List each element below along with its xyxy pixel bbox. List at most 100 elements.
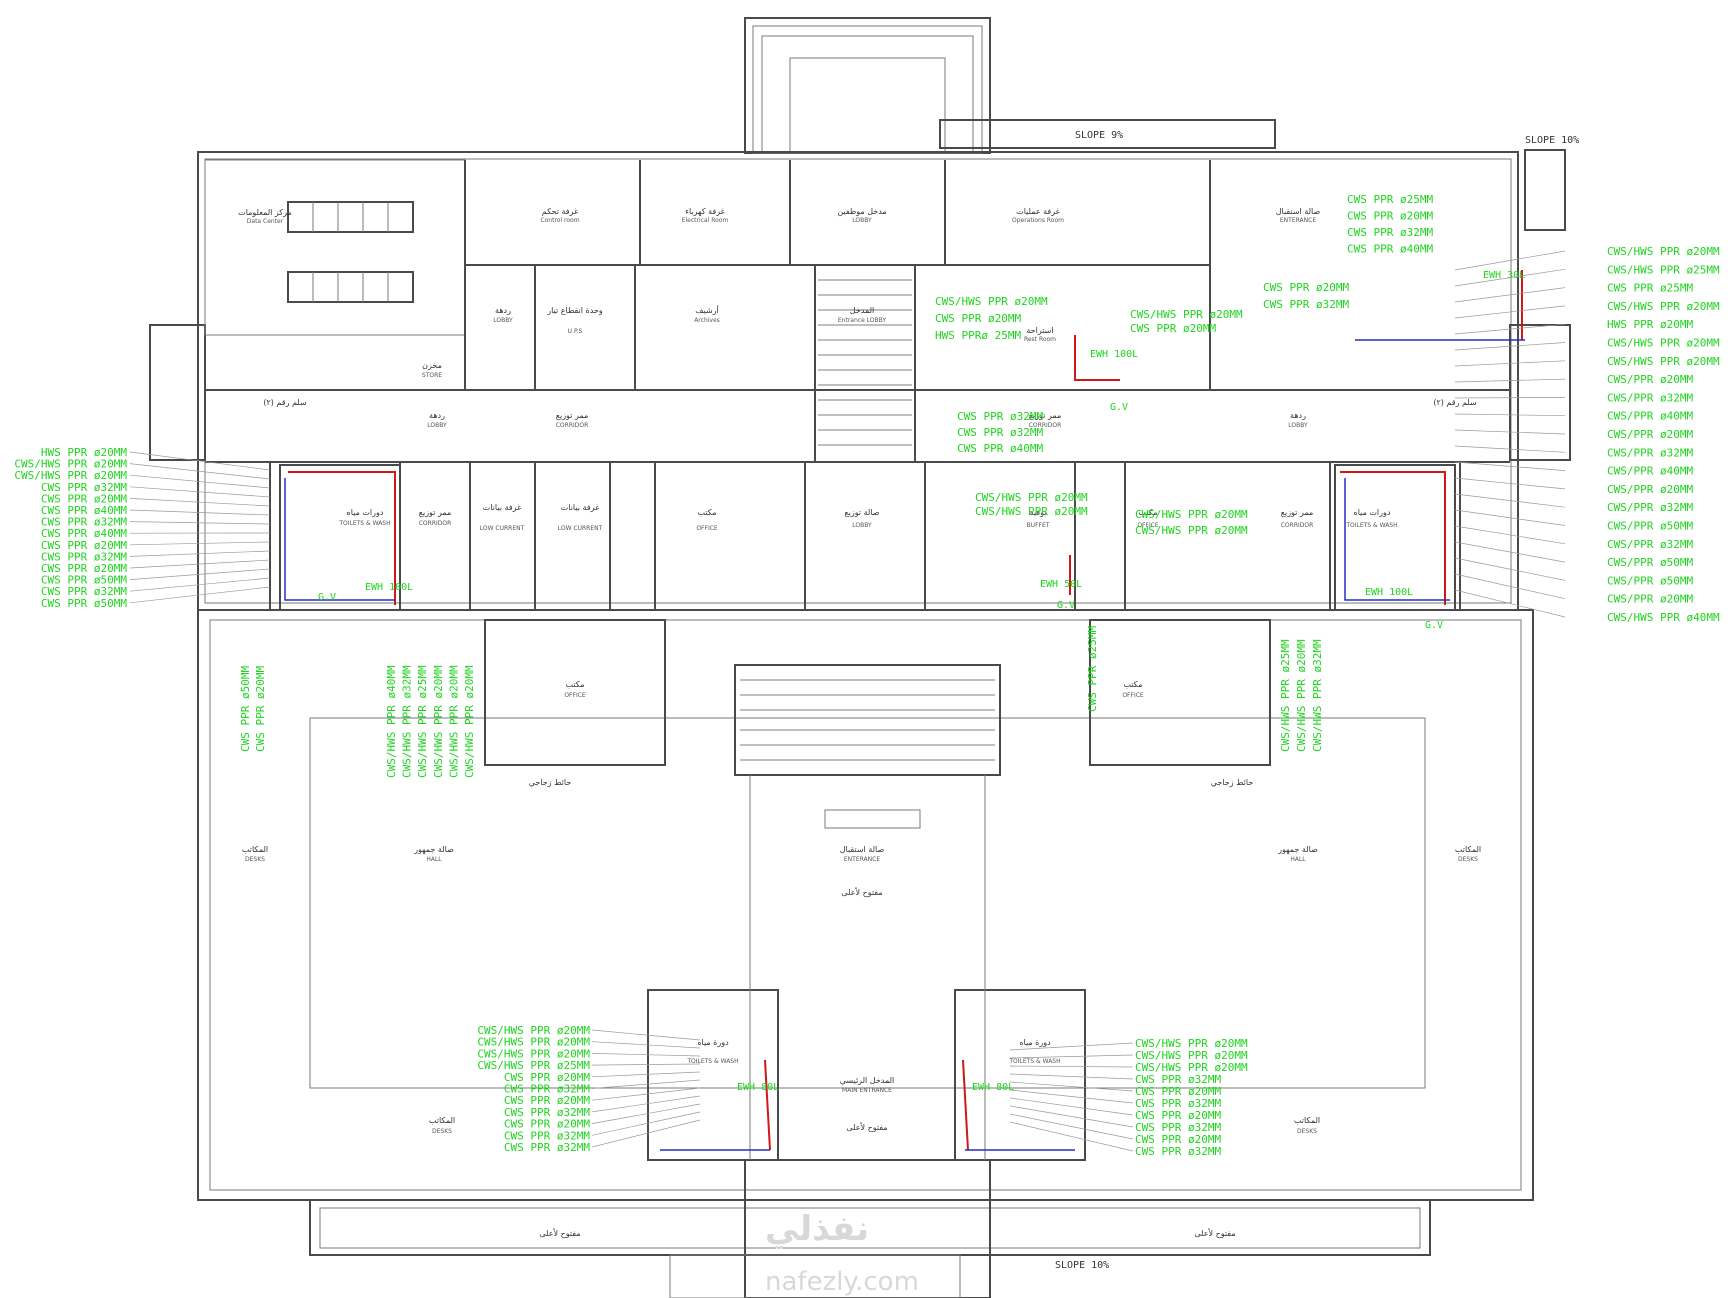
pipe-label: CWS PPR ø40MM — [41, 527, 127, 540]
ewh-100b: EWH 100L — [365, 582, 413, 593]
room-data-center: مركز المعلومات — [238, 208, 292, 217]
room-desks-bl: المكاتب — [429, 1116, 455, 1125]
gv-buffet: G.V — [1057, 600, 1075, 611]
server-racks — [287, 201, 414, 303]
leader-line — [1009, 1121, 1134, 1152]
room-buffet-en: BUFFET — [1027, 522, 1050, 529]
pipe-label: CWS PPR ø32MM — [41, 585, 127, 598]
pipe-label: CWS/HWS PPR ø20MM — [1607, 300, 1720, 313]
room-low-current2: غرفة بيانات — [561, 503, 600, 512]
leader-line — [129, 486, 271, 498]
pipe-label: HWS PPR ø20MM — [1607, 318, 1693, 331]
room-toilet-bl-en: TOILETS & WASH — [686, 1058, 738, 1065]
pipe-label: CWS/HWS PPR ø20MM — [447, 665, 460, 778]
room-lobby2: ردهة — [429, 411, 445, 420]
central-stair — [818, 279, 912, 446]
pipe-label: CWS PPR ø40MM — [41, 504, 127, 517]
pipe-label: CWS PPR ø32MM — [1135, 1097, 1221, 1110]
leader-line — [129, 474, 271, 489]
pipe-label: CWS/HWS PPR ø20MM — [1295, 639, 1308, 752]
room-desks-br: المكاتب — [1294, 1116, 1320, 1125]
room-office2: مكتب — [1139, 508, 1158, 517]
pipe-label: CWS PPR ø50MM — [239, 666, 252, 752]
room-low-current1-en: LOW CURRENT — [480, 525, 525, 532]
room-office1-en: OFFICE — [696, 525, 718, 532]
room-archive: أرشيف — [695, 305, 718, 315]
room-stair-left: سلم رقم (٢) — [263, 398, 307, 407]
pipe-label: CWS/PPR ø20MM — [1607, 483, 1693, 496]
pipe-label: CWS/HWS PPR ø20MM — [1135, 508, 1248, 521]
room-ups-en: U.P.S — [568, 328, 583, 335]
pipe-label: CWS PPR ø32MM — [41, 550, 127, 563]
leader-line — [1009, 1113, 1134, 1140]
pipe-label: CWS/HWS PPR ø20MM — [1607, 245, 1720, 258]
leader-line — [1009, 1105, 1134, 1128]
room-main-entrance-en: MAIN ENTRANCE — [842, 1087, 892, 1094]
leader-line — [591, 1063, 701, 1066]
leader-line — [1454, 305, 1566, 319]
room-office4: مكتب — [1124, 680, 1143, 689]
pipe-label: CWS/HWS PPR ø32MM — [401, 665, 414, 778]
room-low-current1: غرفة بيانات — [483, 503, 522, 512]
leader-line — [591, 1029, 701, 1041]
room-desks-right-en: DESKS — [1458, 856, 1478, 863]
room-office3-en: OFFICE — [564, 692, 586, 699]
leader-line — [129, 463, 271, 480]
room-office3: مكتب — [566, 680, 585, 689]
pipe-label: CWS/PPR ø50MM — [1607, 574, 1693, 587]
pipe-label: CWS/HWS PPR ø20MM — [14, 458, 127, 471]
pipe-label: CWS/HWS PPR ø20MM — [14, 469, 127, 482]
room-desks-br-en: DESKS — [1297, 1128, 1317, 1135]
pipe-label: CWS/HWS PPR ø20MM — [975, 491, 1088, 504]
room-ups: وحدة انقطاع تيار — [546, 306, 603, 315]
pipe-label: CWS/HWS PPR ø20MM — [1607, 355, 1720, 368]
gv-right: G.V — [1425, 620, 1443, 631]
room-open-above-main: مفتوح لأعلى — [846, 1122, 887, 1132]
pipe-label: CWS/PPR ø20MM — [1607, 428, 1693, 441]
pipe-label: CWS/HWS PPR ø40MM — [385, 665, 398, 778]
leader-line — [129, 586, 271, 604]
leader-line — [1454, 461, 1566, 471]
leader-line — [591, 1087, 701, 1101]
leader-line — [1454, 493, 1566, 508]
watermark-arabic: نفذلي — [765, 1209, 869, 1249]
room-entrance-lobby: المدخل — [850, 306, 875, 315]
pipe-label: CWS PPR ø20MM — [504, 1094, 590, 1107]
room-electrical: غرفة كهرباء — [685, 207, 725, 216]
room-desks-left-en: DESKS — [245, 856, 265, 863]
pipe-label: CWS/HWS PPR ø20MM — [1135, 1049, 1248, 1062]
leader-line — [1454, 323, 1566, 335]
pipe-label: CWS PPR ø20MM — [1130, 322, 1216, 335]
room-desks-right: المكاتب — [1455, 845, 1481, 854]
glass-wall-left: حائط زجاجي — [529, 778, 572, 787]
walls — [149, 17, 1571, 1298]
pipe-label: CWS/PPR ø40MM — [1607, 465, 1693, 478]
pipe-label: CWS PPR ø20MM — [1347, 210, 1433, 223]
lower-stair-treads — [740, 679, 995, 761]
pipe-label: CWS PPR ø20MM — [41, 539, 127, 552]
pipe-labels-vertical-mid: CWS PPR ø25MM — [1086, 626, 1099, 712]
room-corridor-left: ممر توزيع — [419, 508, 452, 517]
pipe-label: CWS/HWS PPR ø20MM — [432, 665, 445, 778]
room-corridor-left-en: CORRIDOR — [419, 520, 452, 527]
room-staff-lobby: مدخل موظفين — [837, 207, 886, 216]
room-corridor-mid-en: CORRIDOR — [1029, 422, 1062, 429]
leader-line — [1454, 342, 1566, 351]
pipe-label: CWS PPR ø32MM — [504, 1106, 590, 1119]
room-rest-en: Rest Room — [1024, 336, 1056, 343]
leader-line — [1454, 445, 1566, 453]
pipe-label: CWS PPR ø32MM — [1135, 1145, 1221, 1158]
leader-line — [1009, 1042, 1134, 1051]
room-archive-en: Archives — [694, 317, 720, 324]
leader-line — [1454, 397, 1566, 399]
pipe-label: CWS PPR ø50MM — [41, 597, 127, 610]
pipe-label: CWS/PPR ø32MM — [1607, 538, 1693, 551]
pipe-label: CWS PPR ø20MM — [41, 562, 127, 575]
pipework — [284, 270, 1525, 1151]
leader-line — [1454, 541, 1566, 563]
pipe-label: CWS/PPR ø40MM — [1607, 410, 1693, 423]
